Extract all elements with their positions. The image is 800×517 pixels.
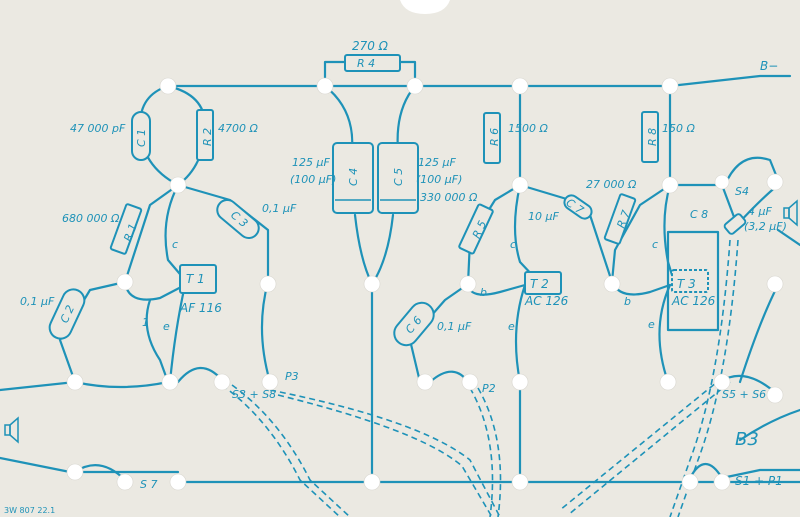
r1-ref: R 1 xyxy=(121,222,139,243)
resistor-r2 xyxy=(196,109,214,161)
t3-type: AC 126 xyxy=(671,294,716,308)
speaker-icon-left xyxy=(4,416,19,444)
c2-value: 0,1 μF xyxy=(20,295,55,308)
r7-value: 27 000 Ω xyxy=(586,178,637,191)
r1-value: 680 000 Ω xyxy=(62,212,120,225)
terminal-s7: S 7 xyxy=(140,478,157,491)
resistor-r8 xyxy=(641,111,659,163)
terminal-p3: P3 xyxy=(285,370,299,383)
resistor-r7 xyxy=(603,193,637,245)
t1-pin-e: e xyxy=(163,320,170,333)
shielded-cables xyxy=(221,239,739,517)
c8-value: 4 μF xyxy=(748,205,772,218)
speaker-icon-right xyxy=(783,199,798,227)
c3-value: 0,1 μF xyxy=(262,202,297,215)
t2-pin-b: b xyxy=(480,286,487,299)
capacitor-c6 xyxy=(393,301,435,347)
c8-alt: (3,2 μF) xyxy=(744,220,787,233)
transistor-t3 xyxy=(671,269,709,293)
top-notch xyxy=(400,0,450,14)
t1-pin-1: 1 xyxy=(142,316,149,329)
capacitor-c8 xyxy=(723,213,747,235)
c7-value: 10 μF xyxy=(528,210,559,223)
r8-value: 150 Ω xyxy=(662,122,695,135)
c4-value: 125 μF xyxy=(292,156,330,169)
resistor-r6 xyxy=(483,112,501,164)
t3-ref: T 3 xyxy=(677,277,696,291)
resistor-r4 xyxy=(344,54,401,72)
r2-value: 4700 Ω xyxy=(218,122,258,135)
c1-ref: C 1 xyxy=(135,129,148,147)
terminal-s3-s8: S3 + S8 xyxy=(232,388,276,401)
capacitor-c1 xyxy=(131,111,151,161)
t2-pin-e: e xyxy=(508,320,515,333)
c1-value: 47 000 pF xyxy=(70,122,126,135)
terminal-b-minus: B− xyxy=(760,59,778,73)
print-code: 3W 807 22.1 xyxy=(4,506,55,515)
c4-alt: (100 μF) xyxy=(290,173,336,186)
components xyxy=(48,54,747,347)
capacitor-c2 xyxy=(48,288,86,340)
t2-pin-c: c xyxy=(510,238,516,251)
terminal-s1-p1: S1 + P1 xyxy=(735,474,783,488)
capacitor-c3 xyxy=(216,199,260,239)
r7-ref: R 7 xyxy=(614,208,632,229)
terminal-s4: S4 xyxy=(735,185,749,198)
r4-ref: R 4 xyxy=(357,57,375,70)
c8-ref: C 8 xyxy=(690,208,708,221)
t3-pin-b: b xyxy=(624,295,631,308)
c6-value: 0,1 μF xyxy=(437,320,472,333)
t2-ref: T 2 xyxy=(530,277,549,291)
wiring xyxy=(0,60,800,484)
terminal-s5-s6: S5 + S6 xyxy=(722,388,766,401)
r8-ref: R 8 xyxy=(646,128,659,146)
t3-pin-e: e xyxy=(648,318,655,331)
board-id: B3 xyxy=(735,429,759,450)
t2-type: AC 126 xyxy=(524,294,569,308)
r4-value: 270 Ω xyxy=(352,39,389,53)
terminal-p2: P2 xyxy=(482,382,496,395)
t1-pin-c: c xyxy=(172,238,178,251)
c4-ref: C 4 xyxy=(347,168,360,186)
r6-value: 1500 Ω xyxy=(508,122,548,135)
t1-type: AF 116 xyxy=(179,301,222,315)
c5-ref: C 5 xyxy=(392,168,405,186)
r6-ref: R 6 xyxy=(488,128,501,146)
capacitor-c5 xyxy=(377,142,419,214)
c5-value: 125 μF xyxy=(418,156,456,169)
r2-ref: R 2 xyxy=(201,128,214,146)
t1-ref: T 1 xyxy=(186,272,205,286)
transistor-t2 xyxy=(524,271,562,295)
t3-pin-c: c xyxy=(652,238,658,251)
capacitor-c7 xyxy=(563,194,593,220)
r5-value: 330 000 Ω xyxy=(420,191,478,204)
resistor-r5 xyxy=(458,203,494,255)
solder-holes xyxy=(66,77,784,491)
c5-alt: (100 μF) xyxy=(416,173,462,186)
transistor-t1 xyxy=(179,264,217,294)
resistor-r1 xyxy=(109,203,143,255)
capacitor-c4 xyxy=(332,142,374,214)
